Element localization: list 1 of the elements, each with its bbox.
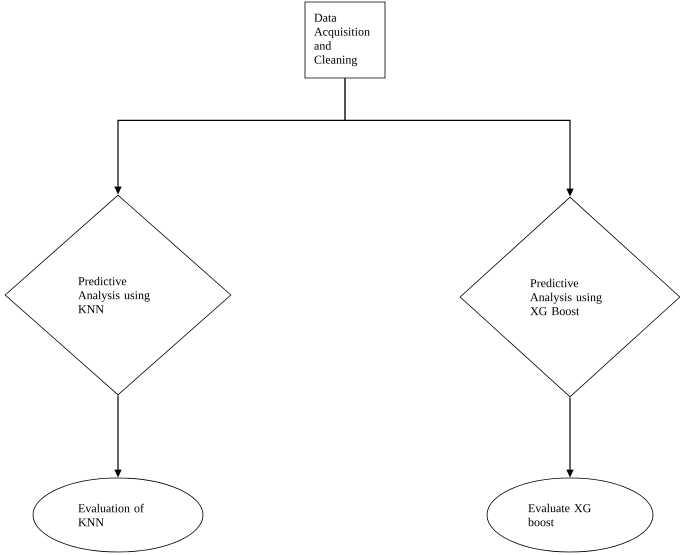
process-box: Data Acquisition and Cleaning — [304, 2, 386, 78]
